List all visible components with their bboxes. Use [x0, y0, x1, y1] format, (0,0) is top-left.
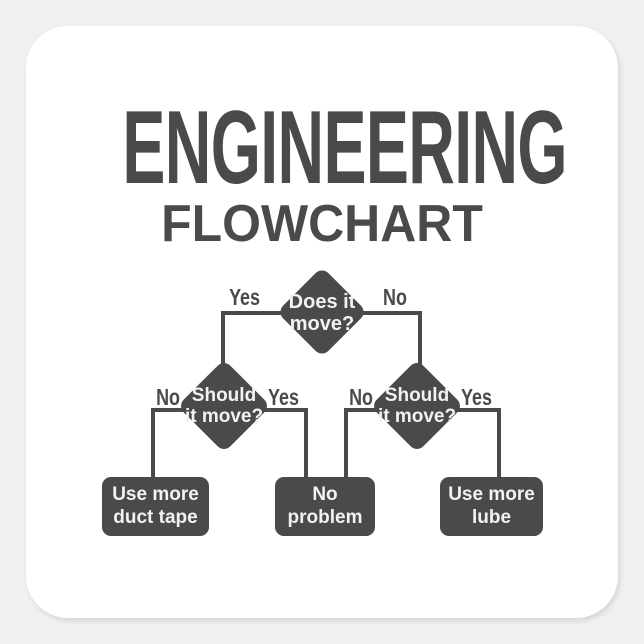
connector-root-to-left-decision: [221, 311, 225, 371]
branch-label-left-decision-no: No: [156, 384, 180, 410]
page-title-flowchart: FLOWCHART: [161, 195, 483, 253]
decision-node-does-it-move[interactable]: [276, 266, 368, 358]
branch-label-right-decision-no: No: [349, 384, 373, 410]
connector-root-to-right-decision: [418, 311, 422, 371]
page-title-engineering: ENGINEERING: [122, 90, 567, 206]
decision-node-right-should-it-move[interactable]: [370, 359, 464, 453]
decision-node-left-should-it-move[interactable]: [177, 359, 271, 453]
connector-left-decision-to-no-problem: [304, 408, 308, 480]
outcome-box-no-problem[interactable]: No problem: [275, 477, 375, 536]
connector-left-decision-to-duct-tape: [151, 408, 155, 480]
outcome-box-lube[interactable]: Use more lube: [440, 477, 543, 536]
connector-right-decision-to-lube: [497, 408, 501, 480]
branch-label-root-yes: Yes: [229, 284, 260, 310]
branch-label-right-decision-yes: Yes: [461, 384, 492, 410]
branch-label-left-decision-yes: Yes: [268, 384, 299, 410]
branch-label-root-no: No: [383, 284, 407, 310]
connector-right-decision-to-no-problem: [344, 408, 348, 480]
outcome-box-duct-tape[interactable]: Use more duct tape: [102, 477, 209, 536]
